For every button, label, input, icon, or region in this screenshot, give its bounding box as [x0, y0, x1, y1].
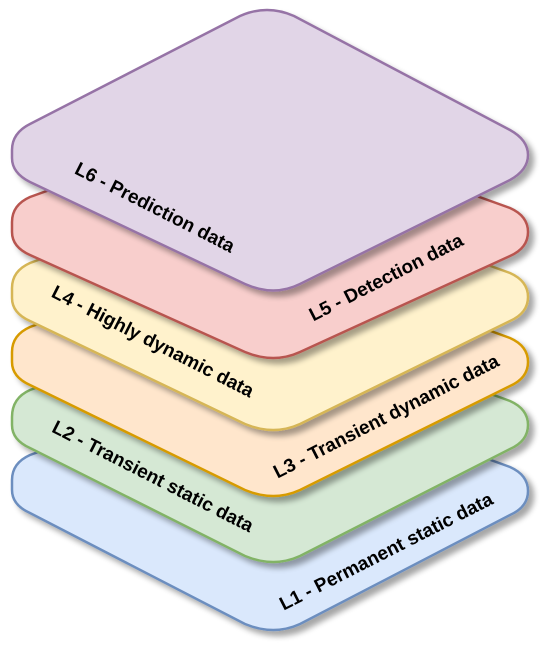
layer-l6: L6 - Prediction data [10, 8, 530, 292]
layer-l6-plate [10, 8, 530, 292]
